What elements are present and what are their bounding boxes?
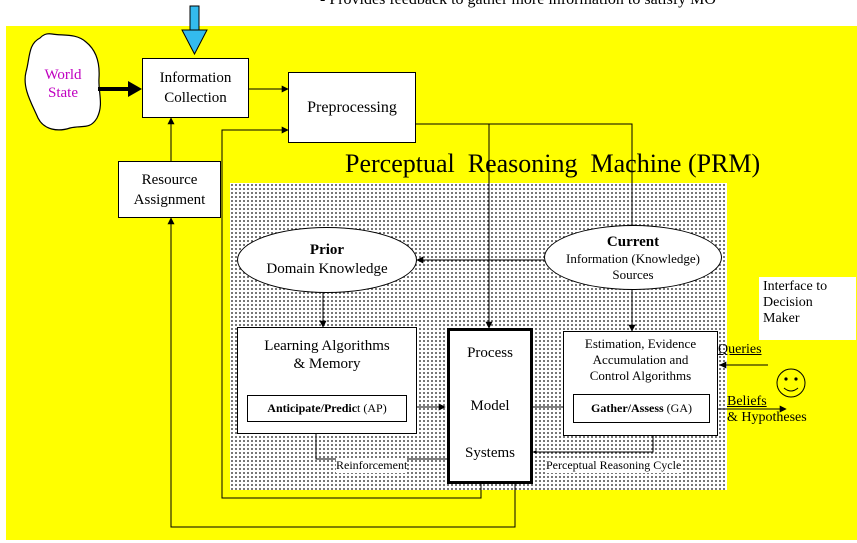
preprocessing-label: Preprocessing <box>307 98 397 116</box>
process-model-systems-box: Process Model Systems <box>447 328 533 484</box>
reinforcement-label: Reinforcement <box>336 458 408 473</box>
estimation-line1: Estimation, Evidence <box>584 336 697 351</box>
perceptual-cycle-label: Perceptual Reasoning Cycle <box>546 458 682 473</box>
current-ellipse: Current Information (Knowledge) Sources <box>544 225 722 290</box>
prm-title: Perceptual Reasoning Machine (PRM) <box>345 149 761 178</box>
gather-rest: (GA) <box>663 401 692 415</box>
current-line2: Information (Knowledge) <box>566 250 700 266</box>
current-title: Current <box>606 233 660 250</box>
gather-assess-box: Gather/Assess (GA) <box>573 394 710 423</box>
resource-assignment-box: Resource Assignment <box>118 161 221 218</box>
interface-box: Interface to Decision Maker <box>759 277 856 340</box>
prior-subtitle: Domain Knowledge <box>266 261 388 277</box>
estimation-box: Estimation, Evidence Accumulation and Co… <box>563 331 718 436</box>
anticipate-bold: Anticipate/Predic <box>267 401 358 415</box>
world-state-cloud <box>24 33 102 131</box>
process-model-line1: Process <box>467 345 513 361</box>
interface-line3: Maker <box>763 311 800 326</box>
learning-line1: Learning Algorithms <box>264 338 390 354</box>
world-state-line2: State <box>48 85 78 101</box>
beliefs-label: Beliefs & Hypotheses <box>727 394 807 426</box>
process-model-line2: Model <box>470 398 510 414</box>
input-arrow-icon <box>181 5 208 56</box>
resource-assignment-line2: Assignment <box>133 191 206 208</box>
world-state-line1: World <box>44 67 82 83</box>
interface-line1: Interface to <box>763 279 828 294</box>
world-state-label: World State <box>28 66 98 102</box>
estimation-title: Estimation, Evidence Accumulation and Co… <box>564 336 717 384</box>
learning-algorithms-box: Learning Algorithms & Memory Anticipate/… <box>237 327 417 434</box>
beliefs-line1: Beliefs <box>727 394 767 409</box>
current-line3: Sources <box>612 266 654 282</box>
process-model-line3: Systems <box>464 445 515 461</box>
information-collection-line2: Collection <box>164 90 227 106</box>
information-collection-line1: Information <box>159 70 232 86</box>
learning-line2: & Memory <box>293 356 361 372</box>
learning-title: Learning Algorithms & Memory <box>238 337 416 373</box>
interface-line2: Decision <box>763 295 813 310</box>
queries-label: Queries <box>718 342 762 357</box>
estimation-line3: Control Algorithms <box>589 368 692 383</box>
feedback-note: - Provides feedback to gather more infor… <box>320 0 716 9</box>
prior-title: Prior <box>309 242 345 258</box>
beliefs-line2: & Hypotheses <box>727 410 807 425</box>
information-collection-box: Information Collection <box>142 58 249 118</box>
resource-assignment-line1: Resource <box>141 171 198 188</box>
gather-bold: Gather/Assess <box>591 401 664 415</box>
preprocessing-box: Preprocessing <box>288 72 416 143</box>
decision-maker-face-icon <box>776 368 806 398</box>
estimation-line2: Accumulation and <box>592 352 689 367</box>
anticipate-rest: t (AP) <box>357 401 387 415</box>
prior-ellipse: Prior Domain Knowledge <box>237 227 417 293</box>
